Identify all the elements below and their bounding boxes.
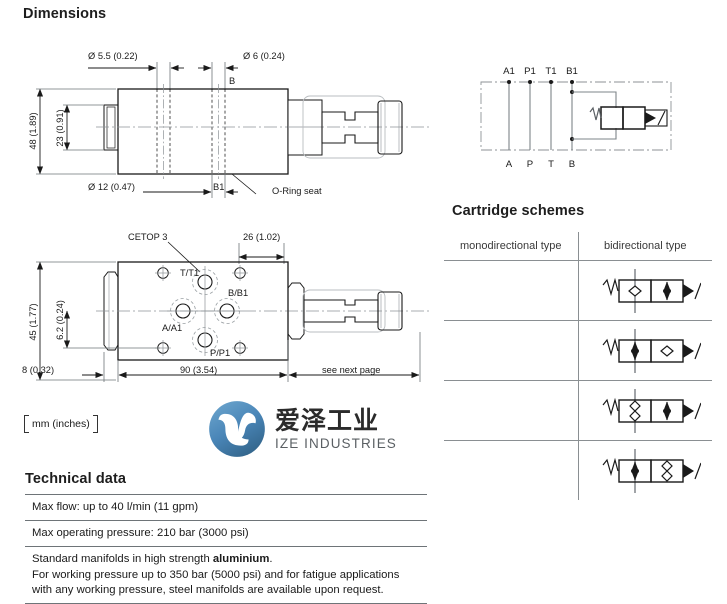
manifold-line1-pre: Standard manifolds in high strength <box>32 553 213 566</box>
cell-monodirectional-3 <box>444 381 578 440</box>
manifold-line1-bold: aluminium <box>212 553 270 566</box>
port-label-B: B/B1 <box>228 288 248 298</box>
section-title-cartridge-schemes: Cartridge schemes <box>452 203 585 219</box>
relief-valve-symbol <box>589 106 668 130</box>
front-view-drawing: Ø 5.5 (0.22) Ø 6 (0.24) B <box>28 51 430 198</box>
units-legend: mm (inches) <box>24 415 98 433</box>
table-row <box>444 320 712 380</box>
port-label-T: T/T1 <box>180 268 199 278</box>
cell-bidirectional-1 <box>577 261 713 320</box>
column-header-monodirectional: monodirectional type <box>459 240 562 252</box>
cell-monodirectional-1 <box>444 261 578 320</box>
cell-bidirectional-4 <box>577 441 713 500</box>
technical-data-table: Max flow: up to 40 l/min (11 gpm) Max op… <box>25 494 427 604</box>
dim-45-label: 45 (1.77) <box>28 303 38 340</box>
manifold-line1-post: . <box>269 553 273 566</box>
schematic-port-A1: A1 <box>503 66 515 77</box>
dim-top-right-label: Ø 6 (0.24) <box>243 51 285 61</box>
schematic-port-A: A <box>506 159 513 170</box>
ize-logo-icon <box>209 401 265 457</box>
cell-monodirectional-2 <box>444 321 578 380</box>
schematic-port-T: T <box>548 159 554 170</box>
schematic-port-T1: T1 <box>545 66 556 77</box>
hydraulic-schematic: A1 P1 T1 B1 A P T B <box>480 66 672 170</box>
port-label-P: P/P1 <box>210 348 230 358</box>
tech-row-max-pressure: Max operating pressure: 210 bar (3000 ps… <box>25 520 427 546</box>
cartridge-symbol-check-left <box>602 268 702 313</box>
cartridge-schemes-table: monodirectional type bidirectional type <box>444 232 712 500</box>
cartridge-symbol-double-check-left <box>602 388 702 433</box>
tech-row-max-flow: Max flow: up to 40 l/min (11 gpm) <box>25 494 427 520</box>
cell-bidirectional-2 <box>577 321 713 380</box>
manifold-line3: with any working pressure, steel manifol… <box>32 583 384 596</box>
schematic-port-P: P <box>527 159 533 170</box>
schematic-port-B: B <box>569 159 575 170</box>
note-see-next-page: see next page <box>322 365 380 375</box>
dim-6p2-label: 6.2 (0.24) <box>55 300 65 340</box>
tech-row-manifolds: Standard manifolds in high strength alum… <box>25 546 427 604</box>
dim-top-left-label: Ø 5.5 (0.22) <box>88 51 138 61</box>
schematic-port-P1: P1 <box>524 66 536 77</box>
cell-bidirectional-3 <box>577 381 713 440</box>
dim-bottom-left-label: Ø 12 (0.47) <box>88 182 135 192</box>
dim-8-label: 8 (0.32) <box>22 365 54 375</box>
manifold-line2: For working pressure up to 350 bar (5000… <box>32 568 400 581</box>
units-legend-text: mm (inches) <box>32 418 90 430</box>
table-header-row: monodirectional type bidirectional type <box>444 232 712 260</box>
company-logo: 爱泽工业 IZE INDUSTRIES <box>208 400 397 458</box>
dim-height-inner-label: 23 (0.91) <box>55 109 65 146</box>
logo-text-en: IZE INDUSTRIES <box>275 435 397 451</box>
plan-view-drawing: CETOP 3 26 (1.02) <box>22 232 430 382</box>
table-row <box>444 380 712 440</box>
cartridge-symbol-arrow-left <box>602 328 702 373</box>
table-row <box>444 440 712 500</box>
logo-text-cn: 爱泽工业 <box>275 405 380 435</box>
page-title-dimensions: Dimensions <box>23 6 107 22</box>
note-oring-seat: O-Ring seat <box>272 186 322 196</box>
cartridge-symbol-double-check-right <box>602 448 702 493</box>
dim-26-label: 26 (1.02) <box>243 232 280 242</box>
cell-monodirectional-4 <box>444 441 578 500</box>
section-title-technical-data: Technical data <box>25 471 127 487</box>
dim-90-label: 90 (3.54) <box>180 365 217 375</box>
port-label-A: A/A1 <box>162 323 182 333</box>
column-header-bidirectional: bidirectional type <box>577 232 713 260</box>
label-cetop3: CETOP 3 <box>128 232 167 242</box>
label-B1: B1 <box>213 182 224 192</box>
label-B: B <box>229 76 235 86</box>
table-row <box>444 260 712 320</box>
dim-height-outer-label: 48 (1.89) <box>28 112 38 149</box>
schematic-port-B1: B1 <box>566 66 578 77</box>
